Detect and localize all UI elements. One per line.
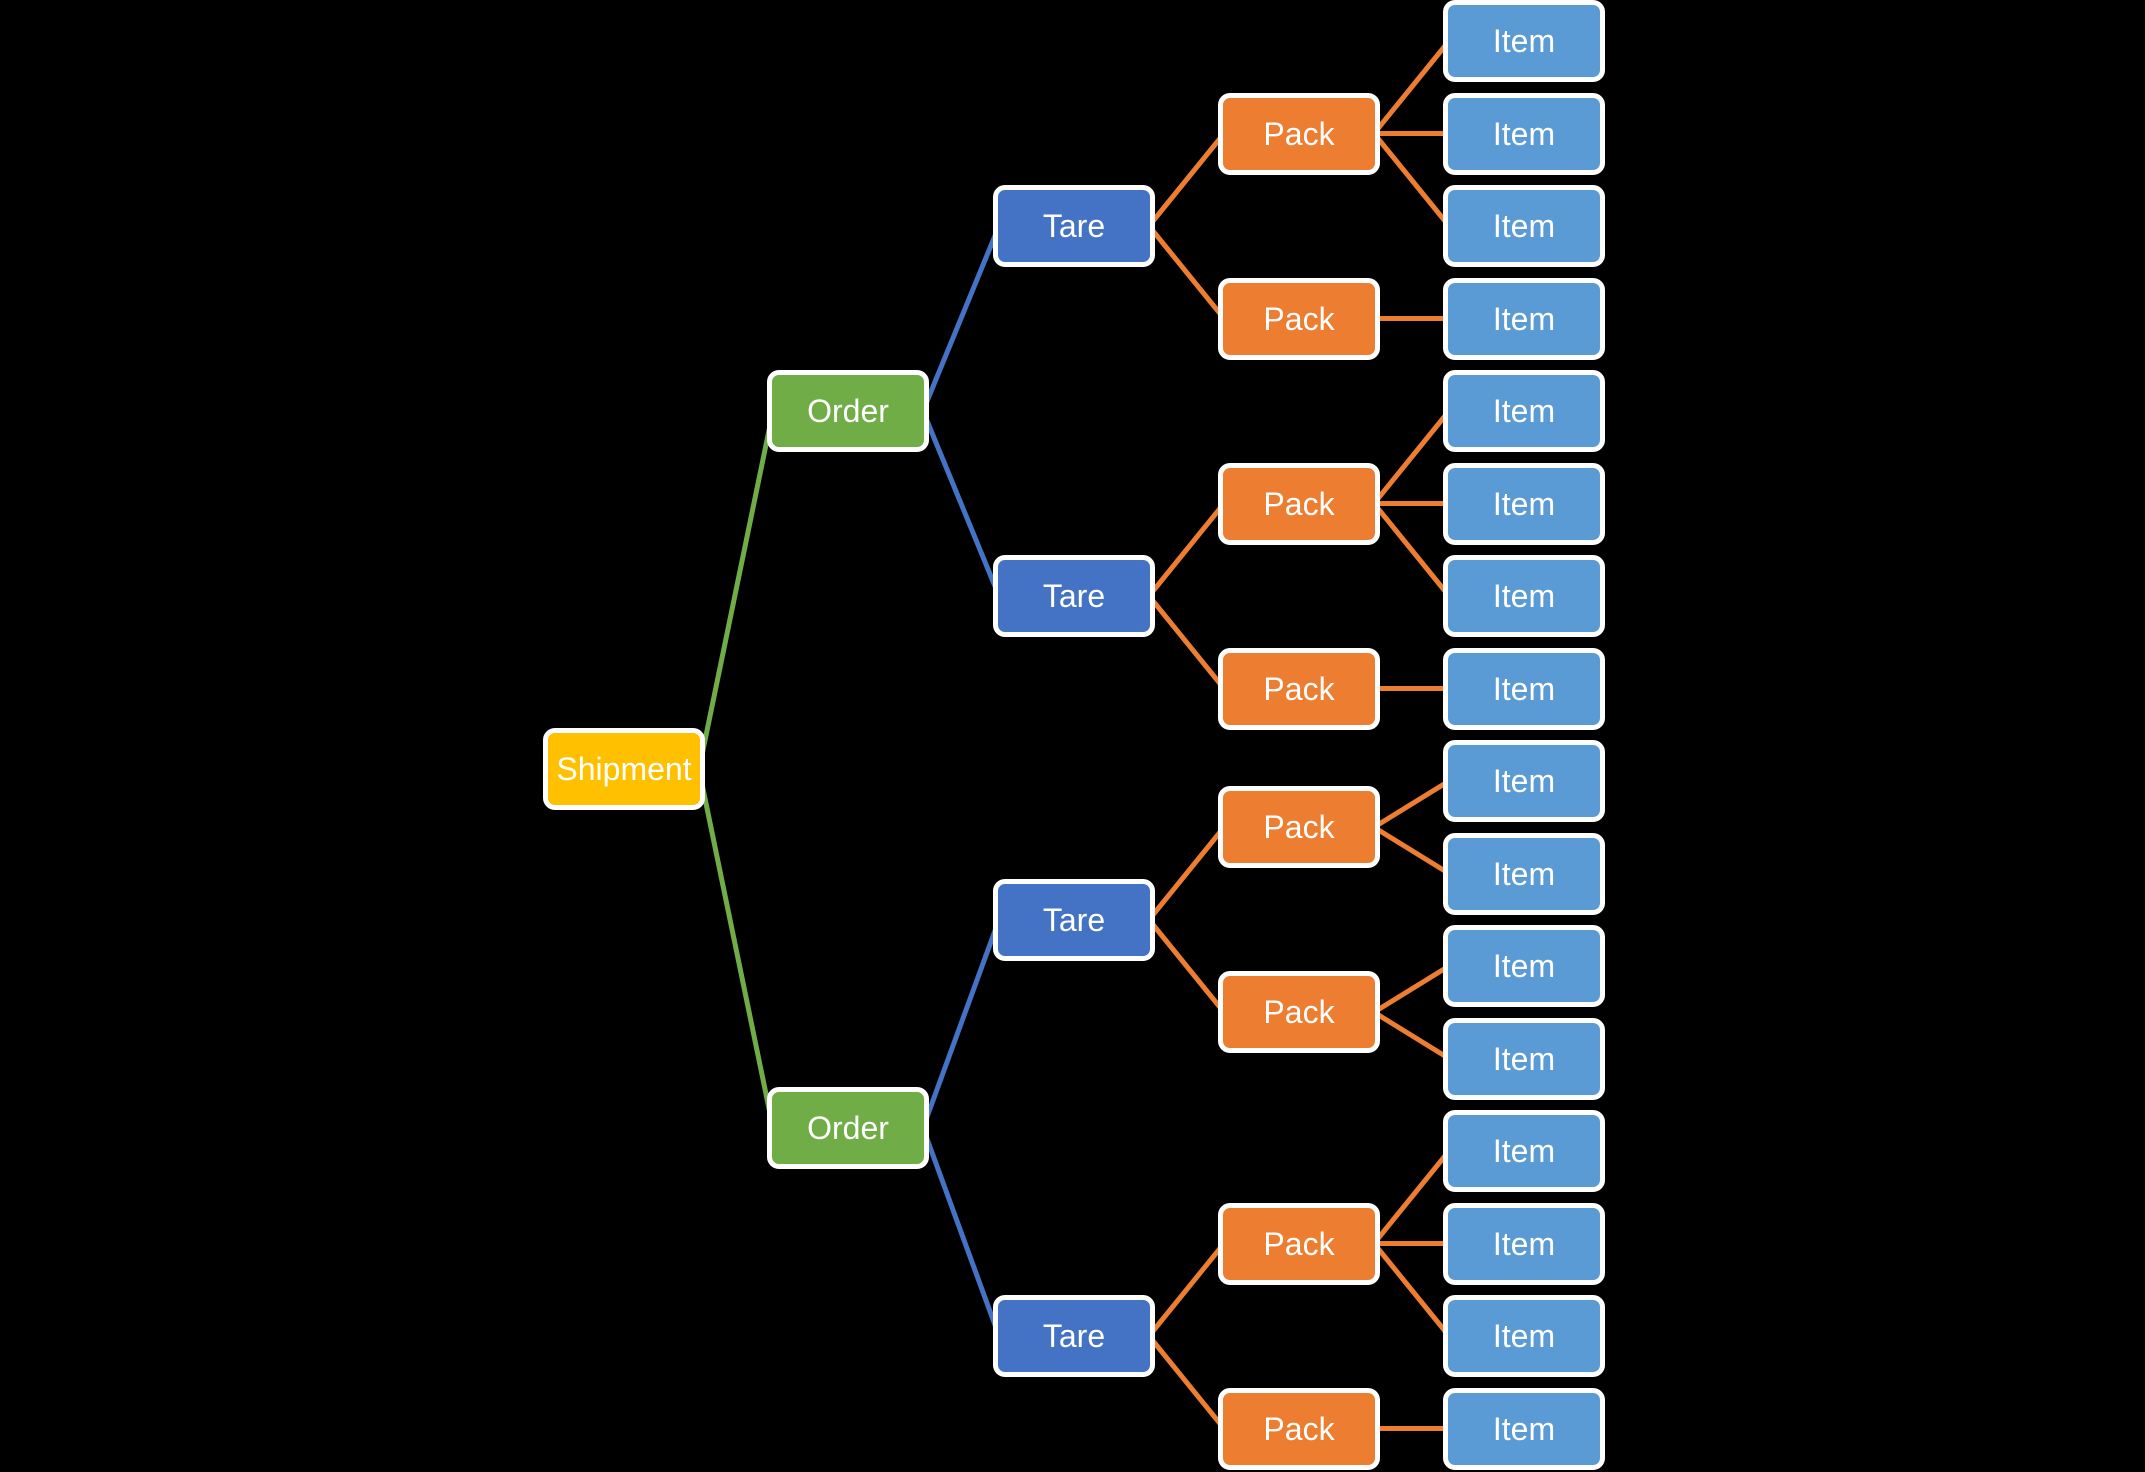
edge-order-tare <box>920 408 1002 599</box>
node-item: Item <box>1443 277 1605 360</box>
edge-pack-item <box>1371 778 1452 830</box>
edge-order-tare <box>920 1125 1002 1339</box>
edge-tare-pack <box>1146 593 1227 691</box>
node-pack: Pack <box>1218 647 1380 730</box>
node-item: Item <box>1443 462 1605 545</box>
node-pack: Pack <box>1218 462 1380 545</box>
node-item: Item <box>1443 647 1605 730</box>
node-item: Item <box>1443 832 1605 915</box>
node-item: Item <box>1443 740 1605 822</box>
edge-pack-item <box>1371 1009 1452 1061</box>
node-item: Item <box>1443 1202 1605 1285</box>
edge-tare-pack <box>1146 1241 1227 1339</box>
edge-shipment-order <box>696 408 776 772</box>
node-item: Item <box>1443 1387 1605 1470</box>
edge-tare-pack <box>1146 917 1227 1015</box>
edge-pack-item <box>1371 38 1452 136</box>
node-item: Item <box>1443 185 1605 267</box>
edge-pack-item <box>1371 824 1452 876</box>
node-pack: Pack <box>1218 277 1380 360</box>
edge-tare-pack <box>1146 824 1227 923</box>
node-pack: Pack <box>1218 971 1380 1054</box>
node-pack: Pack <box>1218 1387 1380 1470</box>
edge-pack-item <box>1371 501 1452 599</box>
node-item: Item <box>1443 1110 1605 1192</box>
edge-pack-item <box>1371 1241 1452 1339</box>
node-tare: Tare <box>993 185 1155 267</box>
node-item: Item <box>1443 92 1605 175</box>
node-pack: Pack <box>1218 1202 1380 1285</box>
node-order: Order <box>767 370 929 452</box>
edge-order-tare <box>920 223 1002 414</box>
node-item: Item <box>1443 1295 1605 1377</box>
edge-order-tare <box>920 917 1002 1131</box>
edge-shipment-order <box>696 766 776 1131</box>
edge-pack-item <box>1371 963 1452 1015</box>
node-order: Order <box>767 1086 929 1169</box>
edge-tare-pack <box>1146 1333 1227 1431</box>
node-item: Item <box>1443 555 1605 637</box>
edge-pack-item <box>1371 1148 1452 1246</box>
edge-pack-item <box>1371 131 1452 229</box>
node-pack: Pack <box>1218 786 1380 869</box>
node-tare: Tare <box>993 1295 1155 1377</box>
edge-pack-item <box>1371 408 1452 506</box>
edge-tare-pack <box>1146 501 1227 599</box>
node-pack: Pack <box>1218 92 1380 175</box>
node-shipment: Shipment <box>543 728 705 811</box>
node-item: Item <box>1443 1017 1605 1100</box>
node-item: Item <box>1443 370 1605 452</box>
edge-tare-pack <box>1146 223 1227 321</box>
node-item: Item <box>1443 0 1605 82</box>
edge-tare-pack <box>1146 131 1227 229</box>
node-tare: Tare <box>993 555 1155 637</box>
node-item: Item <box>1443 925 1605 1007</box>
node-tare: Tare <box>993 878 1155 961</box>
